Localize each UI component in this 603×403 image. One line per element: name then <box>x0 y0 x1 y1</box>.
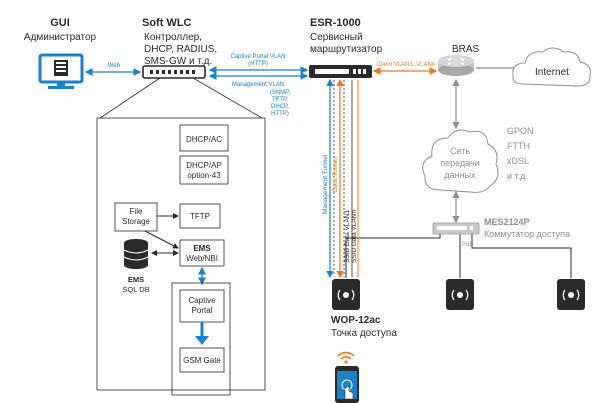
bras-title: BRAS <box>452 44 480 55</box>
mgmt-vlan-label-5: HTTP) <box>271 111 289 117</box>
transport-cloud-icon <box>422 129 499 193</box>
poe-link-ap1 <box>345 234 441 278</box>
captive-vlan-label-2: (HTTP) <box>248 61 268 67</box>
management-tunnel-label: Management Tunnel <box>322 154 329 214</box>
client-vlan-label: Client VLAN1..VLANn <box>377 62 435 68</box>
ems-db-label-1: EMS <box>128 275 144 284</box>
cloud-line-3: данных <box>444 170 476 180</box>
softwlc-callout <box>99 77 263 119</box>
mgmt-vlan-label-1: Management VLAN <box>232 82 284 88</box>
ems-web-label-1: EMS <box>193 244 211 253</box>
router-icon <box>309 65 372 78</box>
file-storage-label-2: Storage <box>122 217 151 226</box>
internet-label: Internet <box>535 67 569 78</box>
ssid-vlan1-label: SSID Data VLAN1 <box>344 210 351 263</box>
mes-subtitle: Коммутатор доступа <box>484 229 570 239</box>
ap-title: WOP-12ac <box>331 315 381 326</box>
bras-router-icon <box>438 55 474 76</box>
gsm-gate-box <box>179 347 225 373</box>
wifi-icon <box>337 351 355 364</box>
dhcp-ap-label-2: option-43 <box>187 171 221 180</box>
access-point-icon-3 <box>557 279 585 310</box>
dhcp-ap-box <box>179 155 229 185</box>
access-point-icon <box>332 279 360 310</box>
ap-subtitle: Точка доступа <box>331 328 397 339</box>
access-type-2: FTTH <box>507 141 530 151</box>
dhcp-ac-box <box>179 124 229 152</box>
cloud-line-2: передачи <box>440 158 479 168</box>
captive-to-gsm-arrowhead <box>195 336 209 345</box>
softwlc-line-1: Контроллер, <box>144 32 202 43</box>
esr-line-2: маршрутизатор <box>310 44 383 55</box>
ems-db-label-2: SQL DB <box>122 285 149 294</box>
mgmt-vlan-label-4: DHCP, <box>271 104 289 110</box>
softwlc-title: Soft WLC <box>142 17 192 29</box>
captive-portal-box <box>179 289 225 323</box>
captive-vlan-label-1: Captive Portal VLAN <box>230 54 285 60</box>
esr-title: ESR-1000 <box>310 17 361 29</box>
access-type-4: и т.д. <box>507 171 528 181</box>
storage-to-ems-link <box>144 230 179 249</box>
gsm-gate-label: GSM Gate <box>183 356 221 365</box>
web-link-label: Web <box>108 63 121 69</box>
softwlc-line-2: DHCP, RADIUS, <box>144 44 217 55</box>
poe-label: PoE <box>462 242 473 248</box>
softwlc-line-3: SMS-GW и т.д. <box>144 56 212 67</box>
captive-portal-label-1: Captive <box>188 296 216 305</box>
smartphone-icon <box>335 366 359 403</box>
ems-web-label-2: Web/NBI <box>186 254 218 263</box>
switch-icon <box>432 222 480 235</box>
dhcp-ac-label: DHCP/AC <box>186 135 222 144</box>
access-point-icon-2 <box>446 279 474 310</box>
cloud-line-1: Сеть <box>450 146 470 156</box>
dhcp-ap-label-1: DHCP/AP <box>186 161 222 170</box>
mgmt-vlan-label-3: TFTP, <box>272 97 288 103</box>
esr-line-1: Сервисный <box>310 32 363 43</box>
monitor-icon <box>38 53 84 89</box>
mes-title: MES2124P <box>484 217 530 227</box>
tftp-label: TFTP <box>190 212 210 221</box>
access-type-3: xDSL <box>507 156 529 166</box>
softwlc-modules-box <box>96 117 266 391</box>
ssid-vlann-label: SSID Data VLANn <box>351 210 358 263</box>
database-icon <box>123 239 149 269</box>
data-tunnel-label: Data Tunnel <box>332 156 339 192</box>
tftp-box <box>179 203 221 229</box>
captive-portal-label-2: Portal <box>192 306 213 315</box>
captive-group-box <box>171 282 231 396</box>
gui-title: GUI <box>50 17 70 29</box>
access-type-1: GPON <box>507 126 534 136</box>
gui-subtitle: Администратор <box>24 32 97 43</box>
poe-link-ap3 <box>471 234 572 278</box>
file-storage-box <box>114 202 158 232</box>
mgmt-vlan-label-2: (SNMP, <box>270 90 291 96</box>
server-icon <box>142 65 206 79</box>
file-storage-label-1: File <box>130 207 143 216</box>
internet-cloud-icon <box>512 47 591 87</box>
ems-web-box <box>179 239 225 267</box>
